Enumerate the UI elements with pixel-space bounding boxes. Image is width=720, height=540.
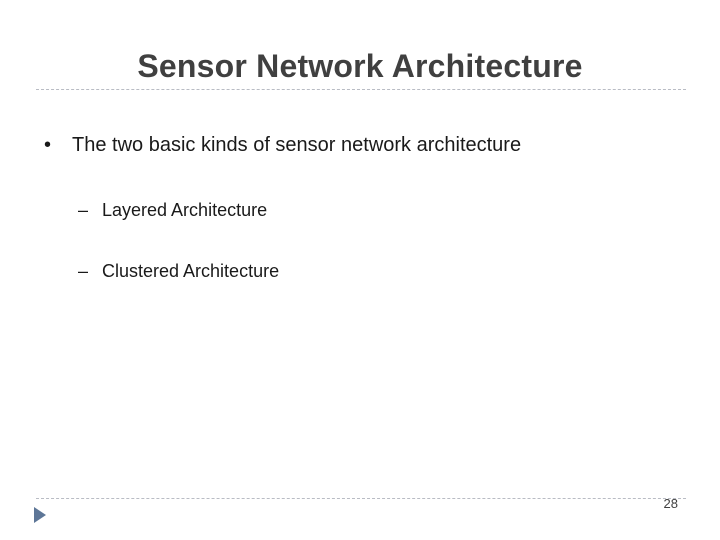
bullet-marker: • bbox=[44, 134, 52, 156]
sub-bullet-marker: – bbox=[78, 261, 89, 281]
title-divider bbox=[36, 89, 686, 90]
page-number: 28 bbox=[663, 496, 678, 511]
sub-bullet-marker: – bbox=[78, 200, 89, 220]
sub-bullet-item: –Clustered Architecture bbox=[78, 259, 279, 283]
bullet-item: • The two basic kinds of sensor network a… bbox=[44, 131, 521, 159]
footer-divider bbox=[36, 498, 686, 499]
bullet-text: The two basic kinds of sensor network ar… bbox=[72, 134, 522, 156]
sub-bullet-item: –Layered Architecture bbox=[78, 198, 267, 222]
sub-bullet-text: Clustered Architecture bbox=[102, 261, 280, 281]
slide-title: Sensor Network Architecture bbox=[137, 48, 583, 84]
play-triangle-icon bbox=[34, 507, 46, 523]
sub-bullet-text: Layered Architecture bbox=[102, 200, 268, 220]
